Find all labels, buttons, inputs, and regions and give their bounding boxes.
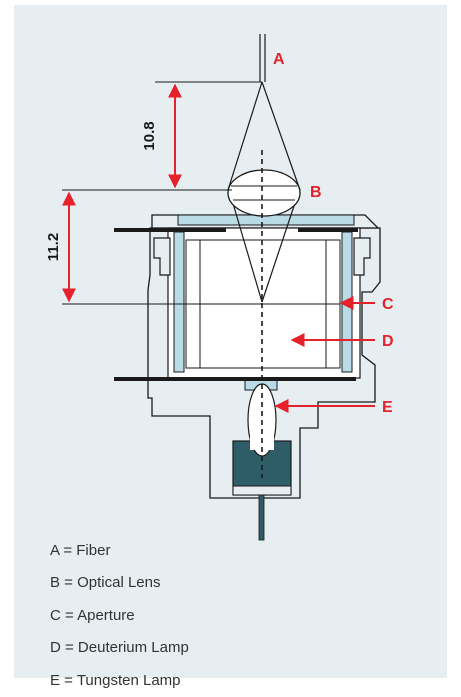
dimension-label-fiber-to-lens: 10.8 — [141, 121, 158, 150]
tungsten-lamp-wire — [258, 494, 265, 541]
legend: A = Fiber B = Optical Lens C = Aperture … — [50, 535, 189, 697]
legend-item-optical-lens: B = Optical Lens — [50, 574, 161, 592]
callout-a: A — [273, 51, 285, 68]
callout-b: B — [310, 184, 322, 201]
legend-item-aperture: C = Aperture — [50, 606, 135, 624]
callout-arrows — [274, 296, 375, 413]
legend-item-fiber: A = Fiber — [50, 542, 111, 559]
dimension-extensions — [62, 81, 262, 305]
optical-lens — [227, 169, 301, 217]
callout-d: D — [382, 333, 394, 350]
dimension-label-lens-to-aperture: 11.2 — [45, 233, 62, 261]
fiber — [259, 34, 266, 82]
callout-c: C — [382, 296, 394, 313]
callout-e: E — [382, 399, 393, 416]
mounting-plates — [114, 228, 358, 381]
diagram-panel: 10.8 11.2 A B C D E A = Fiber B = Optica… — [14, 5, 447, 689]
legend-item-tungsten-lamp: E = Tungsten Lamp — [50, 671, 181, 689]
legend-item-deuterium-lamp: D = Deuterium Lamp — [50, 639, 189, 657]
light-source-diagram: 10.8 11.2 A B C D E — [45, 34, 394, 541]
light-cone — [227, 81, 301, 303]
side-brackets — [153, 237, 371, 276]
